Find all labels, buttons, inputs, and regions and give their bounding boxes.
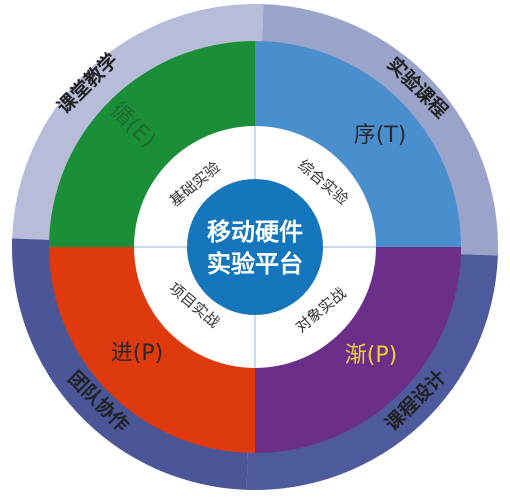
- outer-segment-lab-course: [262, 4, 498, 256]
- middle-label-t: 序(T): [354, 123, 407, 148]
- outer-segment-classroom: [12, 4, 264, 240]
- middle-segment-p-advance: [49, 247, 255, 453]
- middle-segment-t: [255, 41, 461, 247]
- middle-ring: [49, 41, 461, 453]
- middle-label-p-gradual: 渐(P): [345, 343, 397, 368]
- outer-segment-course-design: [246, 254, 498, 490]
- middle-segment-p-gradual: [255, 247, 461, 453]
- center-circle: [187, 179, 323, 315]
- center-title-line1: 移动硬件: [207, 218, 303, 246]
- middle-segment-e: [49, 41, 255, 247]
- middle-label-p-advance: 进(P): [111, 341, 163, 366]
- center-title-line2: 实验平台: [207, 250, 303, 278]
- outer-ring: [11, 4, 498, 490]
- outer-segment-teamwork: [11, 238, 248, 490]
